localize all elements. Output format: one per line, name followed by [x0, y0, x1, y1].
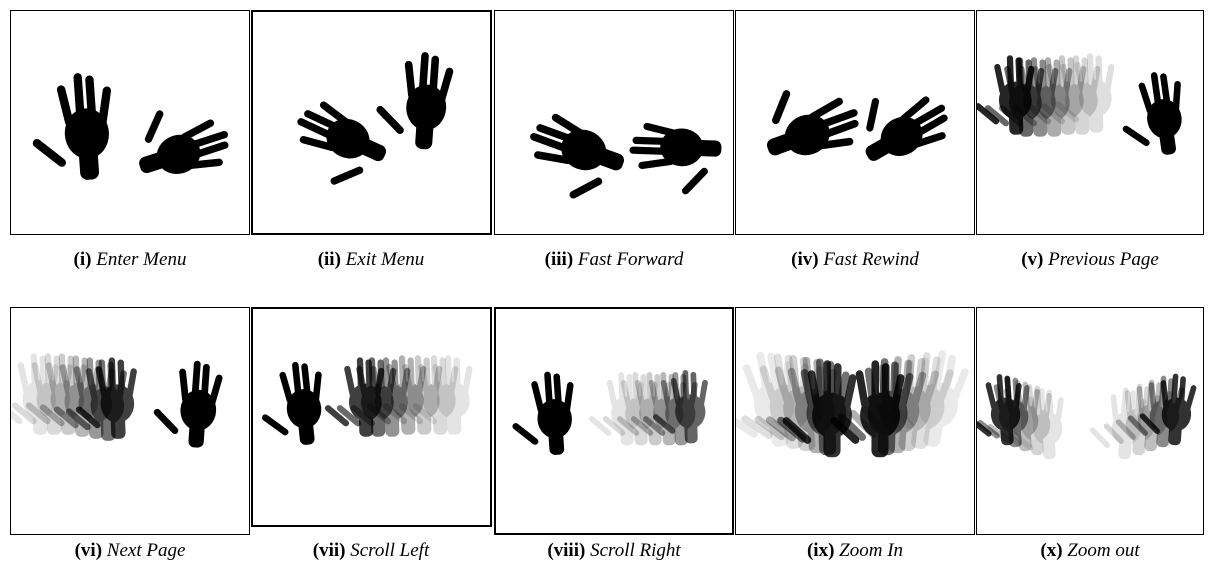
caption-previous-page: (v) Previous Page — [972, 249, 1208, 271]
caption-scroll-right: (viii) Scroll Right — [496, 540, 732, 562]
caption-scroll-left: (vii) Scroll Left — [253, 540, 489, 562]
panel-next-page — [10, 307, 250, 535]
caption-fast-forward: (iii) Fast Forward — [496, 249, 732, 271]
panel-scroll-right — [494, 307, 734, 535]
panel-zoom-in — [735, 307, 975, 535]
panel-zoom-out — [976, 307, 1204, 535]
panel-scroll-left — [251, 307, 492, 527]
panel-fast-forward — [494, 10, 734, 235]
hand-illustration — [977, 11, 1203, 234]
hand-illustration — [496, 309, 732, 533]
hand-illustration — [11, 11, 249, 234]
hand-illustration — [977, 308, 1203, 534]
hand-illustration — [253, 12, 490, 233]
caption-enter-menu: (i) Enter Menu — [12, 249, 248, 271]
caption-zoom-out: (x) Zoom out — [972, 540, 1208, 562]
hand-illustration — [11, 308, 249, 534]
panel-enter-menu — [10, 10, 250, 235]
caption-next-page: (vi) Next Page — [12, 540, 248, 562]
caption-fast-rewind: (iv) Fast Rewind — [737, 249, 973, 271]
hand-illustration — [495, 11, 733, 234]
hand-illustration — [253, 309, 490, 525]
hand-illustration — [736, 308, 974, 534]
hand-illustration — [736, 11, 974, 234]
caption-exit-menu: (ii) Exit Menu — [253, 249, 489, 271]
caption-zoom-in: (ix) Zoom In — [737, 540, 973, 562]
panel-fast-rewind — [735, 10, 975, 235]
panel-previous-page — [976, 10, 1204, 235]
panel-exit-menu — [251, 10, 492, 235]
